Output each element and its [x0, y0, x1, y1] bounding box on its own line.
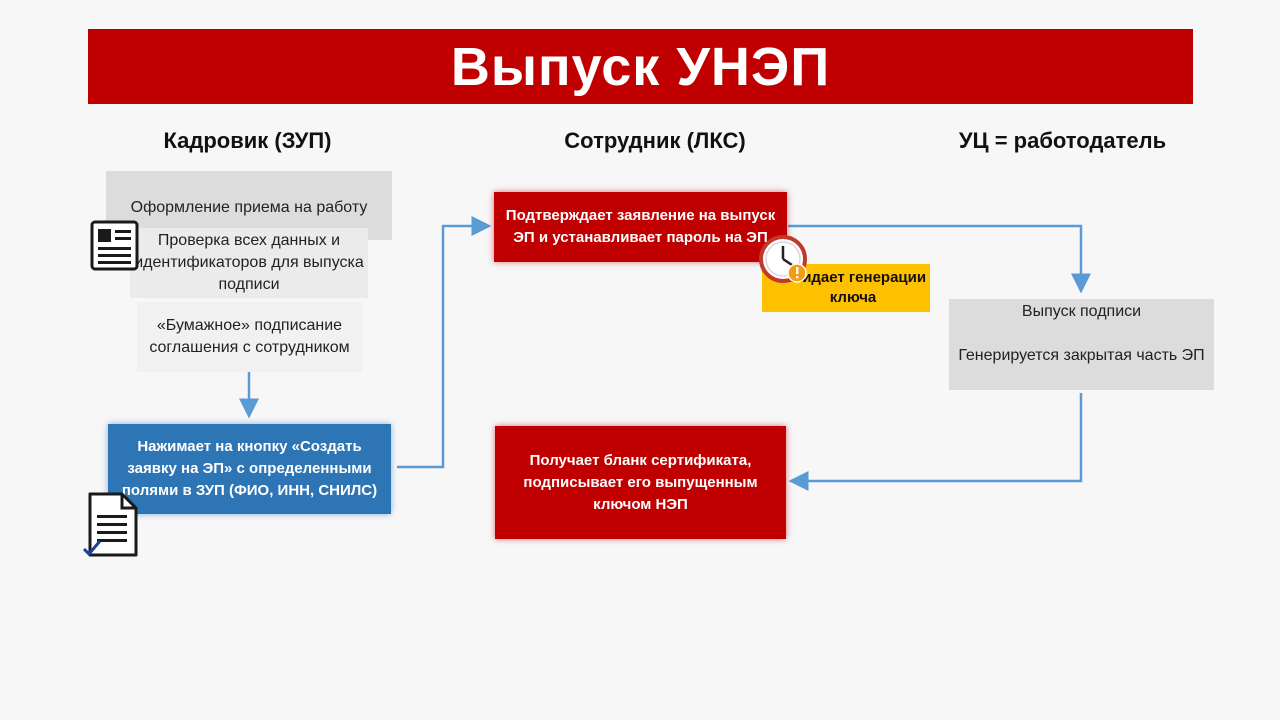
step-check-data: Проверка всех данных и идентификаторов д…	[130, 228, 368, 298]
column-header-hr: Кадровик (ЗУП)	[163, 128, 332, 153]
alarm-clock-icon	[759, 235, 807, 283]
issue-title: Выпуск подписи	[1021, 303, 1142, 320]
document-check-icon	[82, 492, 138, 557]
column-header-ca: УЦ = работодатель	[958, 128, 1167, 153]
step-create-request-button: Нажимает на кнопку «Создать заявку на ЭП…	[108, 424, 391, 514]
step-issue-signature: Выпуск подписи Генерируется закрытая час…	[949, 299, 1214, 390]
arrow-confirm-to-issue	[788, 224, 1091, 294]
page-title: Выпуск УНЭП	[88, 29, 1193, 104]
step-receive-certificate: Получает бланк сертификата, подписывает …	[495, 426, 786, 539]
id-card-icon	[90, 220, 139, 271]
arrow-create-to-confirm	[397, 216, 492, 469]
step-paper-signing: «Бумажное» подписание соглашения с сотру…	[137, 302, 362, 372]
column-header-employee: Сотрудник (ЛКС)	[564, 128, 746, 153]
arrow-issue-to-receive	[788, 393, 1083, 491]
issue-detail: Генерируется закрытая часть ЭП	[958, 347, 1205, 364]
status-waiting: Ожидает генерации ключа	[762, 264, 930, 312]
step-confirm-application: Подтверждает заявление на выпуск ЭП и ус…	[494, 192, 787, 262]
